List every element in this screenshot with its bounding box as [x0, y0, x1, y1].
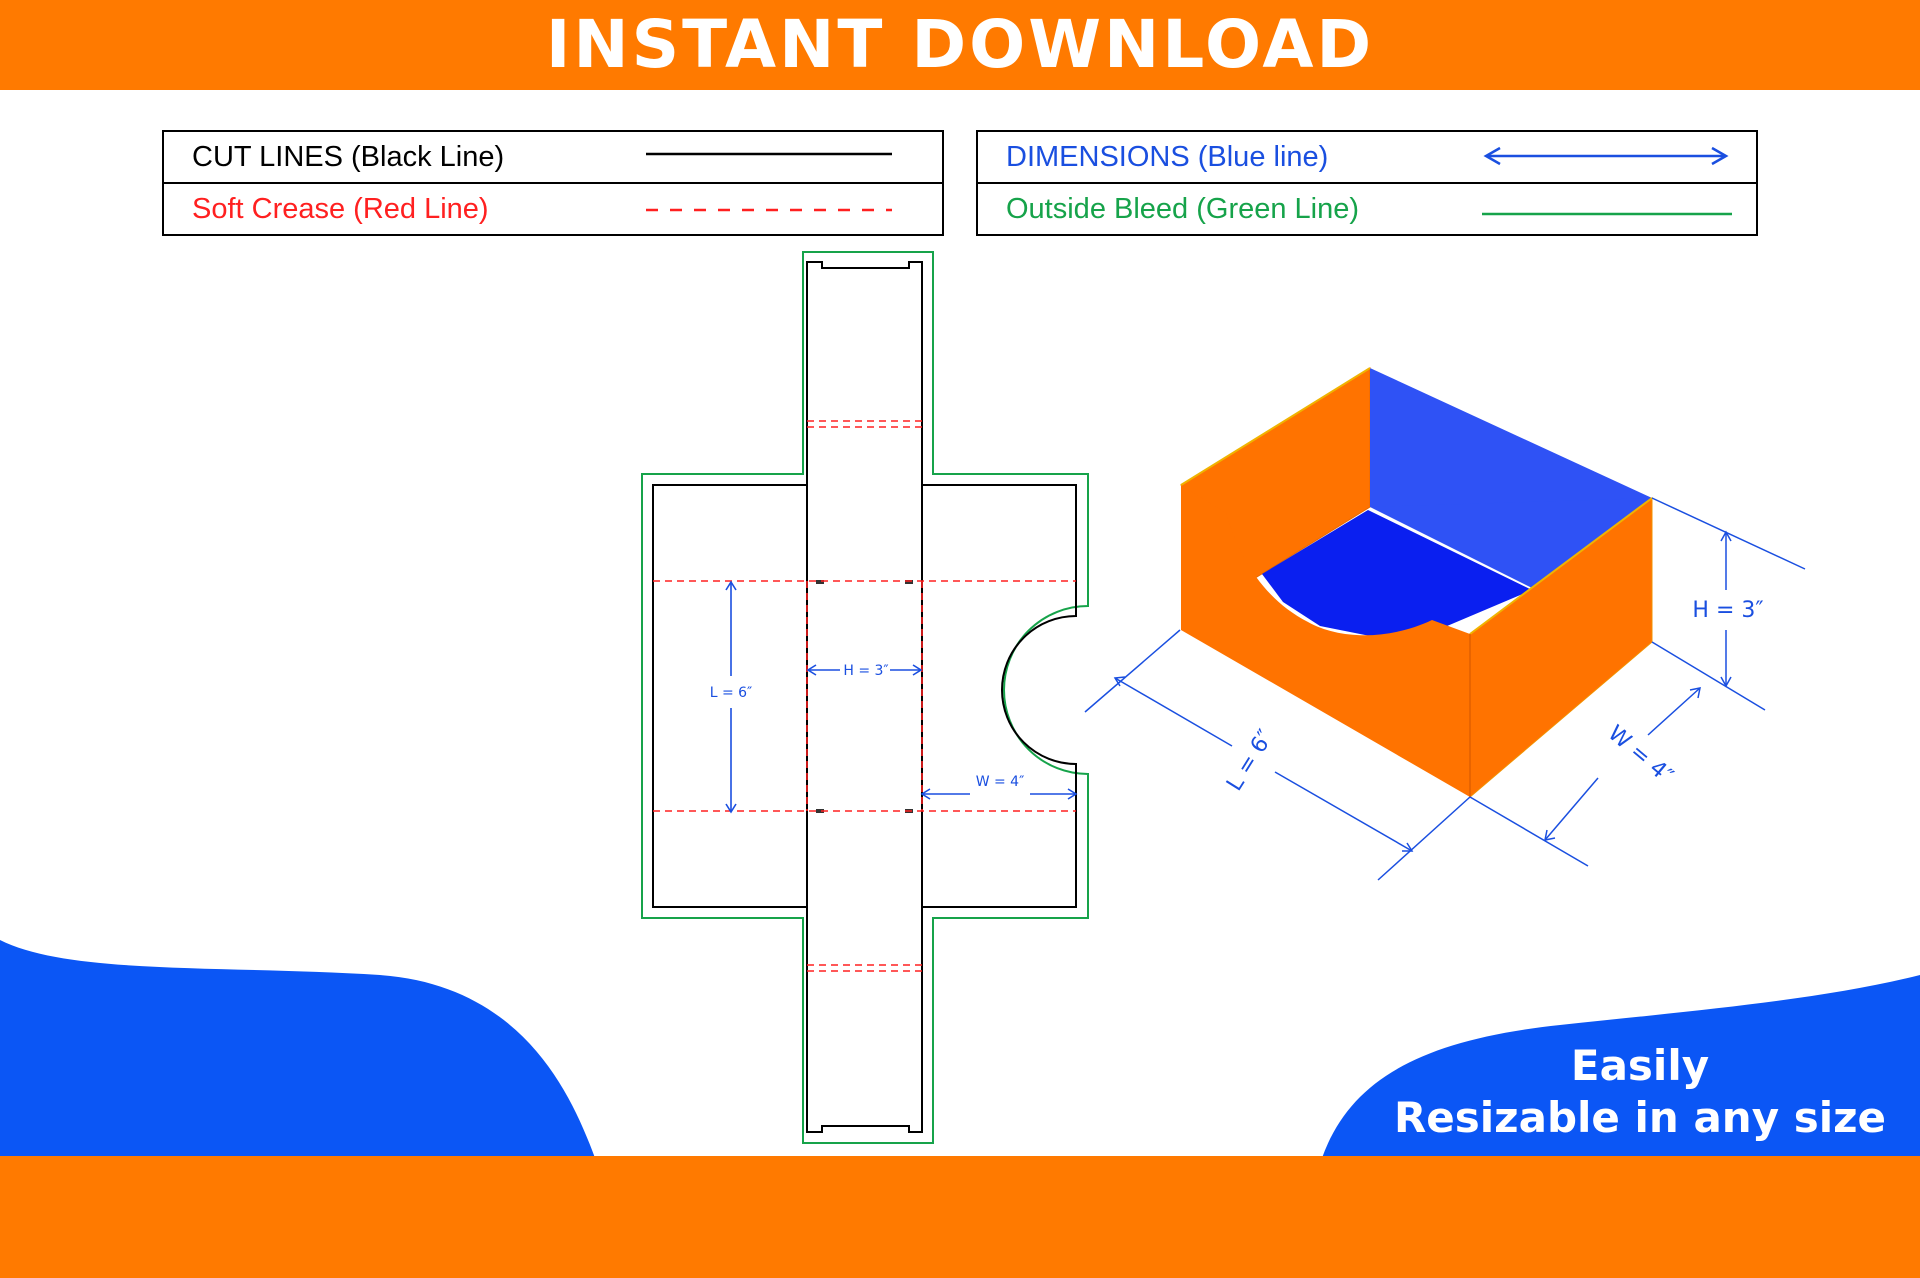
dieline-dimension-arrowhead [1067, 788, 1078, 800]
dieline-slot-mark [816, 580, 824, 584]
dieline-length-label: L = 6″ [710, 685, 753, 701]
box-dimension-line [1114, 677, 1233, 747]
box-back-right-wall [1370, 368, 1652, 507]
dieline-height-label: H = 3″ [843, 663, 888, 679]
legend-row-soft-crease: Soft Crease (Red Line) [163, 182, 943, 235]
legend-row-dimensions: DIMENSIONS (Blue line) [977, 131, 1757, 183]
dieline-bleed-outline [641, 251, 1089, 1144]
dieline-slot-mark [816, 809, 824, 813]
dashed-red-line-icon [646, 208, 892, 212]
dieline-dimension-arrowhead [920, 788, 931, 800]
box-dimension-arrowhead [1544, 829, 1556, 841]
box-extension-line [1469, 796, 1589, 867]
resizable-caption-line1: Easily [1570, 1041, 1710, 1090]
legend-cut-lines-sample [602, 131, 943, 183]
box-3d: L = 6″ W = 4″ H = 3″ [1084, 367, 1806, 881]
legend-outside-bleed-sample [1416, 182, 1757, 235]
box-extension-line [1377, 796, 1471, 881]
box-floor [1262, 510, 1532, 637]
box-dimension-arrowhead [1113, 676, 1126, 687]
legend-left: CUT LINES (Black Line) Soft Crease (Red … [162, 130, 944, 236]
dieline-creases [653, 420, 1076, 972]
legend-outside-bleed-label: Outside Bleed (Green Line) [977, 182, 1416, 235]
box-rim-highlight [1180, 367, 1371, 486]
dieline-dimension-arrowhead [806, 664, 817, 676]
dieline-width-label: W = 4″ [976, 774, 1025, 790]
box-dimension-line [1647, 687, 1701, 736]
double-arrow-blue-icon [1483, 146, 1729, 166]
dieline-slot-mark [905, 580, 913, 584]
legend-dimensions-sample [1416, 131, 1757, 183]
box-back-right-wall-lower [1370, 498, 1652, 588]
dieline-dimension-arrowhead [912, 664, 923, 676]
box-extension-line [1651, 641, 1766, 711]
box-dimension-arrowhead [1689, 687, 1701, 699]
resizable-caption: Easily Resizable in any size [1380, 1040, 1900, 1144]
box-extension-line [1651, 497, 1806, 570]
box-dimension-arrowhead [1402, 842, 1414, 852]
box-dimension-line [1274, 771, 1413, 852]
box-dimensions [1084, 497, 1806, 881]
legend-soft-crease-sample [602, 182, 943, 235]
legend-right: DIMENSIONS (Blue line) Outside Bleed (Gr… [976, 130, 1758, 236]
legend-dimensions-label: DIMENSIONS (Blue line) [1006, 140, 1329, 173]
box-extension-line [1084, 629, 1181, 713]
left-blue-wave [0, 940, 595, 1158]
dieline-dimensions [725, 580, 1078, 814]
box-length-label: L = 6″ [1222, 726, 1279, 796]
legend-row-outside-bleed: Outside Bleed (Green Line) [977, 182, 1757, 235]
banner-title: INSTANT DOWNLOAD [545, 6, 1375, 83]
dieline-dimension-arrowhead [725, 580, 737, 591]
right-blue-wave [1322, 975, 1920, 1158]
legend-cut-lines-label: CUT LINES (Black Line) [192, 140, 505, 173]
box-front-left-wall [1181, 485, 1470, 797]
legend-row-cut-lines: CUT LINES (Black Line) [163, 131, 943, 183]
box-width-label: W = 4″ [1603, 721, 1678, 789]
dieline: H = 3″ L = 6″ W = 4″ [641, 251, 1089, 1144]
bottom-banner [0, 1156, 1920, 1278]
top-banner: INSTANT DOWNLOAD [0, 0, 1920, 90]
box-dimension-arrowhead [1720, 530, 1732, 542]
dieline-cut-outline [652, 261, 1077, 1133]
box-height-label: H = 3″ [1692, 598, 1763, 623]
box-rim-highlight [1469, 497, 1653, 635]
legend-soft-crease-label: Soft Crease (Red Line) [163, 182, 602, 235]
resizable-caption-line2: Resizable in any size [1393, 1093, 1887, 1142]
solid-green-line-icon [1482, 212, 1732, 216]
box-dimension-line [1544, 777, 1599, 841]
solid-black-line-icon [646, 152, 892, 156]
dieline-dimension-arrowhead [725, 803, 737, 814]
box-dimension-arrowhead [1720, 676, 1732, 688]
